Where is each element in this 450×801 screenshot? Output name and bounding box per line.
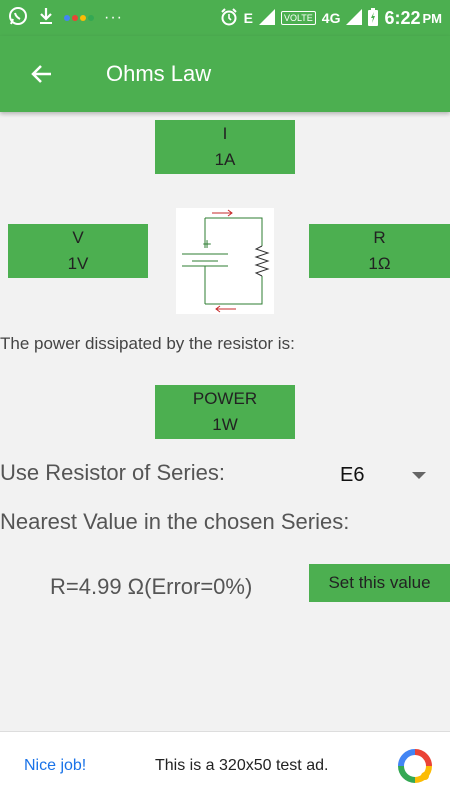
- network-e: E: [243, 10, 253, 26]
- ad-logo-icon[interactable]: [397, 748, 433, 784]
- status-bar: ··· E VOLTE 4G 6:22 PM: [0, 0, 450, 36]
- signal-icon: [346, 8, 363, 28]
- ad-banner[interactable]: Nice job! This is a 320x50 test ad.: [0, 731, 450, 801]
- voltage-label: V: [72, 228, 84, 247]
- back-arrow-icon: [31, 65, 51, 83]
- series-dropdown[interactable]: E6: [340, 460, 430, 490]
- back-button[interactable]: [22, 54, 62, 94]
- power-description: The power dissipated by the resistor is:: [0, 334, 295, 353]
- assistant-icon: [64, 15, 94, 21]
- power-value: 1W: [212, 415, 238, 434]
- series-label: Use Resistor of Series:: [0, 460, 225, 485]
- ad-text: This is a 320x50 test ad.: [155, 757, 329, 774]
- network-4g: 4G: [321, 10, 341, 26]
- chevron-down-icon: [412, 472, 426, 479]
- current-label: I: [222, 124, 228, 143]
- resistance-value: 1Ω: [368, 254, 391, 273]
- svg-text:+: +: [202, 237, 212, 251]
- app-bar: Ohms Law: [0, 36, 450, 112]
- status-ampm: PM: [422, 10, 443, 26]
- battery-icon: [368, 7, 379, 29]
- volte-badge: VOLTE: [280, 11, 316, 25]
- nearest-value-label: Nearest Value in the chosen Series:: [0, 509, 350, 534]
- overflow-dots: ···: [104, 9, 123, 26]
- download-icon: [38, 6, 54, 31]
- status-time: 6:22: [384, 7, 421, 28]
- resistance-label: R: [373, 228, 386, 247]
- current-value: 1A: [214, 150, 236, 169]
- set-value-button[interactable]: Set this value: [309, 564, 450, 602]
- signal-icon: [258, 8, 275, 28]
- power-box[interactable]: POWER 1W: [155, 385, 295, 439]
- ad-nice-text[interactable]: Nice job!: [24, 757, 87, 774]
- series-selected-value: E6: [340, 463, 365, 486]
- result-text: R=4.99 Ω(Error=0%): [50, 574, 253, 599]
- current-box[interactable]: I 1A: [155, 120, 295, 174]
- voltage-box[interactable]: V 1V: [8, 224, 148, 278]
- circuit-diagram: +: [176, 208, 274, 314]
- voltage-value: 1V: [67, 254, 89, 273]
- whatsapp-icon: [8, 6, 28, 31]
- page-title: Ohms Law: [106, 61, 212, 86]
- power-label: POWER: [192, 389, 258, 408]
- alarm-icon: [220, 7, 238, 29]
- resistance-box[interactable]: R 1Ω: [309, 224, 450, 278]
